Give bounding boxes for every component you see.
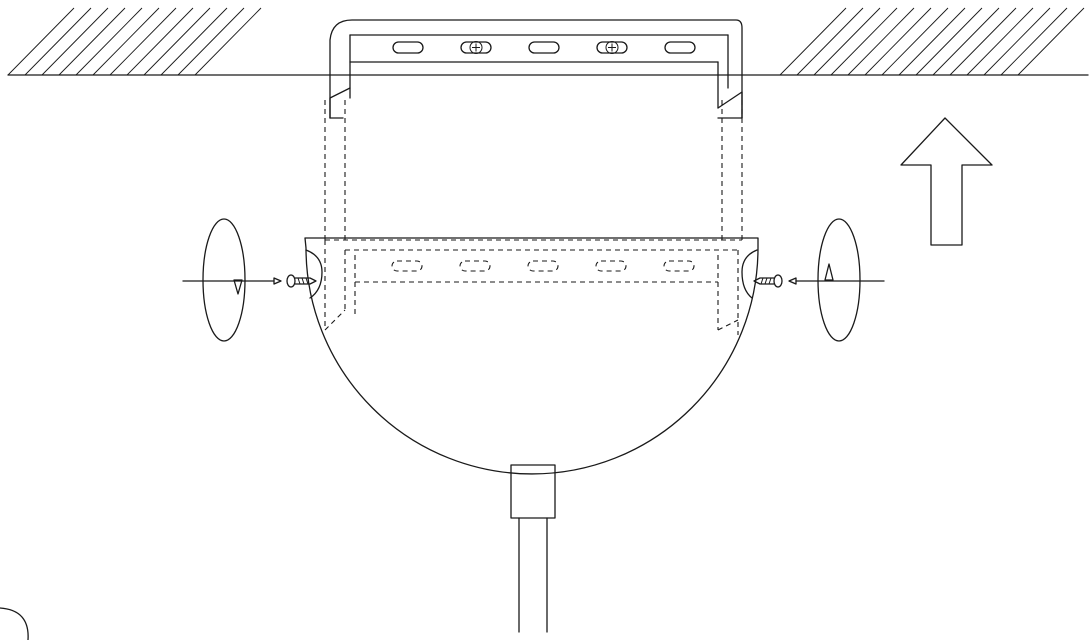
screw-icon bbox=[286, 274, 317, 288]
hatch-line bbox=[813, 7, 881, 76]
corner-circle-fragment bbox=[0, 607, 29, 640]
rotate-counterclockwise-icon bbox=[817, 218, 861, 342]
rotate-clockwise-icon bbox=[202, 218, 246, 342]
hatch-line bbox=[881, 7, 949, 76]
stem bbox=[510, 464, 556, 633]
hatch-line bbox=[966, 7, 1034, 76]
hidden-slot bbox=[459, 260, 491, 272]
dome-housing bbox=[304, 237, 759, 475]
hatch-line bbox=[779, 7, 847, 76]
bracket-slot bbox=[392, 41, 424, 54]
hidden-slot bbox=[527, 260, 559, 272]
right-screw-assembly bbox=[753, 218, 885, 342]
hatch-line bbox=[58, 7, 126, 76]
hatch-line bbox=[796, 7, 864, 76]
hatch-line bbox=[864, 7, 932, 76]
hatch-line bbox=[983, 7, 1051, 76]
hatch-line bbox=[41, 7, 109, 76]
hatch-line bbox=[126, 7, 194, 76]
hatch-line bbox=[24, 7, 92, 76]
screw-icon bbox=[596, 41, 628, 54]
mounting-bracket bbox=[329, 19, 743, 119]
hatch-line bbox=[7, 7, 75, 76]
hatch-line bbox=[932, 7, 1000, 76]
hatch-line bbox=[92, 7, 160, 76]
bracket-slot bbox=[528, 41, 560, 54]
hatch-line bbox=[109, 7, 177, 76]
bracket-slot bbox=[664, 41, 696, 54]
hatch-line bbox=[898, 7, 966, 76]
hidden-slot bbox=[663, 260, 695, 272]
hatch-line bbox=[949, 7, 1017, 76]
ceiling-hatch-left bbox=[7, 7, 262, 76]
hatch-line bbox=[194, 7, 262, 76]
stem-collar bbox=[510, 464, 556, 519]
hatch-line bbox=[75, 7, 143, 76]
hatch-line bbox=[177, 7, 245, 76]
left-screw-assembly bbox=[182, 218, 317, 342]
ceiling-hatch-right bbox=[779, 7, 1085, 76]
hidden-slot bbox=[595, 260, 627, 272]
screw-icon bbox=[753, 274, 783, 288]
hatch-line bbox=[160, 7, 228, 76]
up-arrow-icon bbox=[900, 117, 993, 246]
hatch-line bbox=[1017, 7, 1085, 76]
screw-icon bbox=[460, 41, 492, 54]
hatch-line bbox=[143, 7, 211, 76]
hidden-slot bbox=[391, 260, 423, 272]
hatch-line bbox=[1000, 7, 1068, 76]
hatch-line bbox=[830, 7, 898, 76]
hatch-line bbox=[915, 7, 983, 76]
hatch-line bbox=[847, 7, 915, 76]
ceiling bbox=[7, 7, 1089, 76]
alignment-guides bbox=[324, 100, 743, 240]
